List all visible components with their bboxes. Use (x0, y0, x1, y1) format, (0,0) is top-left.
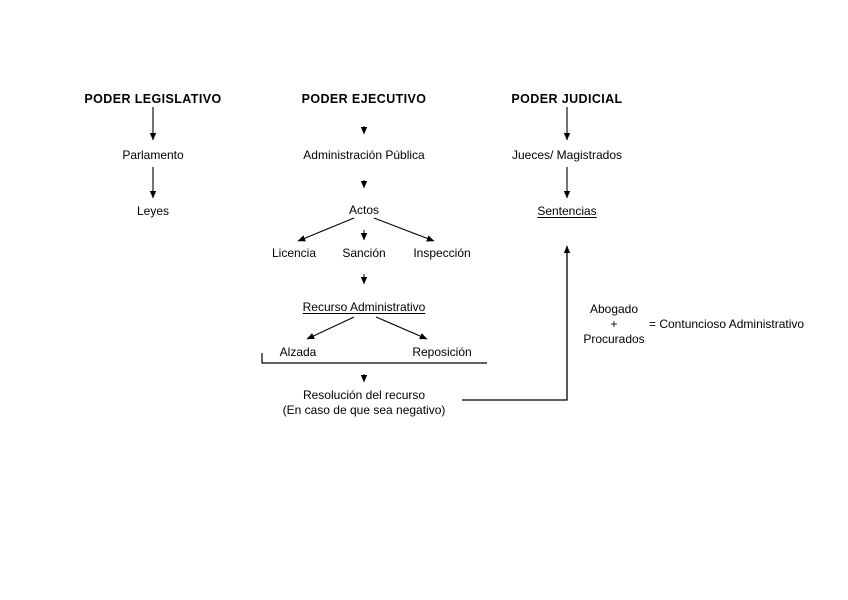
node-recurso-administrativo: Recurso Administrativo (302, 300, 426, 314)
resolucion-line-2: (En caso de que sea negativo) (282, 403, 446, 417)
node-inspeccion: Inspección (413, 246, 471, 260)
node-sentencias: Sentencias (537, 204, 597, 218)
arrow-resolucion-to-sentencias (462, 245, 571, 401)
annotation-contuncioso-administrativo: = Contuncioso Administrativo (649, 317, 805, 331)
annotation-abogado-procurados: Abogado + Procurados (583, 302, 644, 347)
arrow-recurso-to-reposicion (375, 316, 428, 340)
node-jueces-magistrados: Jueces/ Magistrados (511, 148, 623, 162)
node-sancion: Sanción (342, 246, 386, 260)
annotation-abogado: Abogado (589, 302, 639, 316)
node-licencia: Licencia (271, 246, 317, 260)
branch-title-judicial: PODER JUDICIAL (511, 92, 623, 106)
arrow-actos-to-inspeccion (373, 217, 435, 242)
arrow-recurso-to-alzada (306, 316, 355, 340)
node-administracion-publica: Administración Pública (303, 148, 425, 162)
node-reposicion: Reposición (412, 345, 472, 359)
branch-title-legislativo: PODER LEGISLATIVO (84, 92, 222, 106)
node-alzada: Alzada (279, 345, 317, 359)
branch-title-ejecutivo: PODER EJECUTIVO (301, 92, 427, 106)
node-resolucion-recurso: Resolución del recurso (En caso de que s… (283, 388, 446, 418)
annotation-procurados: Procurados (583, 332, 645, 346)
resolucion-line-1: Resolución del recurso (302, 388, 426, 402)
node-parlamento: Parlamento (122, 148, 184, 162)
annotation-plus: + (610, 317, 618, 331)
arrow-actos-to-licencia (297, 217, 355, 242)
node-leyes: Leyes (136, 204, 170, 218)
node-actos: Actos (348, 203, 380, 217)
